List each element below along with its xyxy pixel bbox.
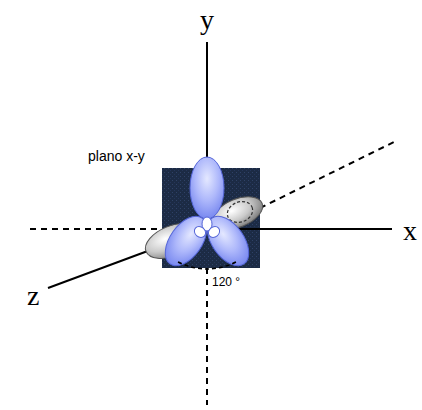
plane-label: plano x-y [86,149,147,163]
axis-label: z [27,282,39,310]
axis-label: x [403,217,417,245]
angle-label: 120 ° [212,276,240,288]
axis-label: y [200,6,214,34]
